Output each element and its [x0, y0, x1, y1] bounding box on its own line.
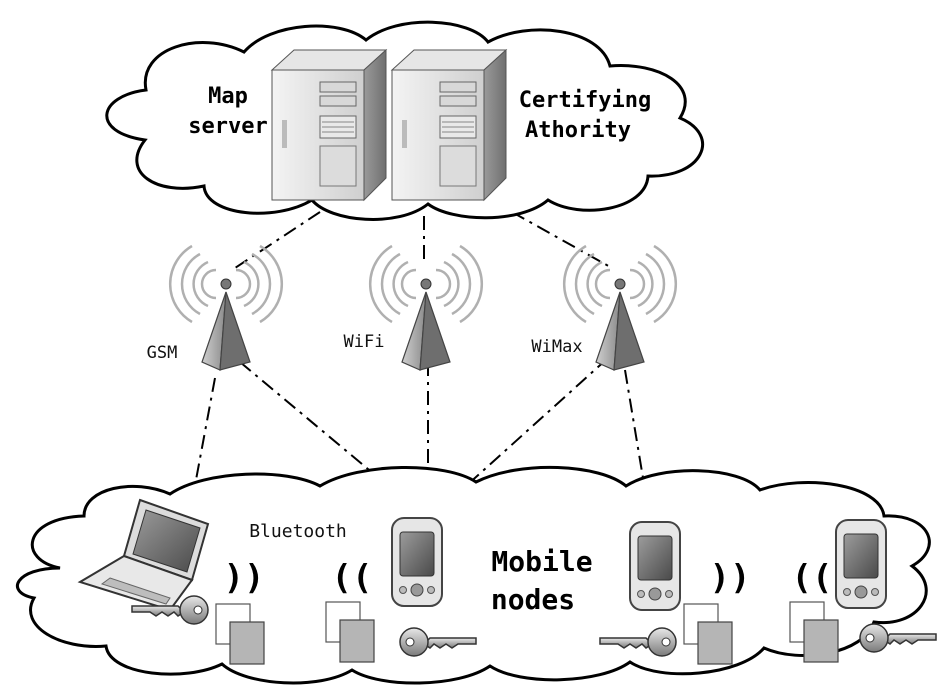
gsm-tower-icon [168, 244, 284, 372]
pda-icon-right-1 [629, 521, 681, 611]
bluetooth-wave-left-1: )) [224, 558, 265, 598]
certifying-authority-label-line2: Athority [525, 118, 631, 143]
bluetooth-wave-left-2: (( [332, 558, 373, 598]
link-cloud-wimax [511, 211, 613, 269]
mobile-nodes-title-line2: nodes [491, 583, 575, 616]
map-server-icon [271, 49, 387, 201]
link-cloud-gsm [234, 211, 321, 269]
key-icon-4 [859, 623, 937, 653]
link-gsm-laptop [189, 377, 216, 513]
laptop-icon [77, 498, 210, 612]
map-server-label-line2: server [188, 114, 267, 139]
wifi-tower-icon [368, 244, 484, 372]
pda-icon-right-2 [835, 519, 887, 609]
gsm-label: GSM [147, 343, 178, 363]
bluetooth-wave-right-1: )) [710, 558, 751, 598]
bluetooth-wave-right-2: (( [792, 558, 833, 598]
map-server-label-line1: Map [208, 84, 248, 109]
mobile-nodes-title-line1: Mobile [491, 545, 592, 578]
wimax-label: WiMax [531, 337, 582, 357]
pda-icon-center [391, 517, 443, 607]
certifying-server-icon [391, 49, 507, 201]
wifi-label: WiFi [344, 332, 385, 352]
bluetooth-label: Bluetooth [249, 521, 347, 542]
certifying-authority-label-line1: Certifying [519, 88, 651, 113]
